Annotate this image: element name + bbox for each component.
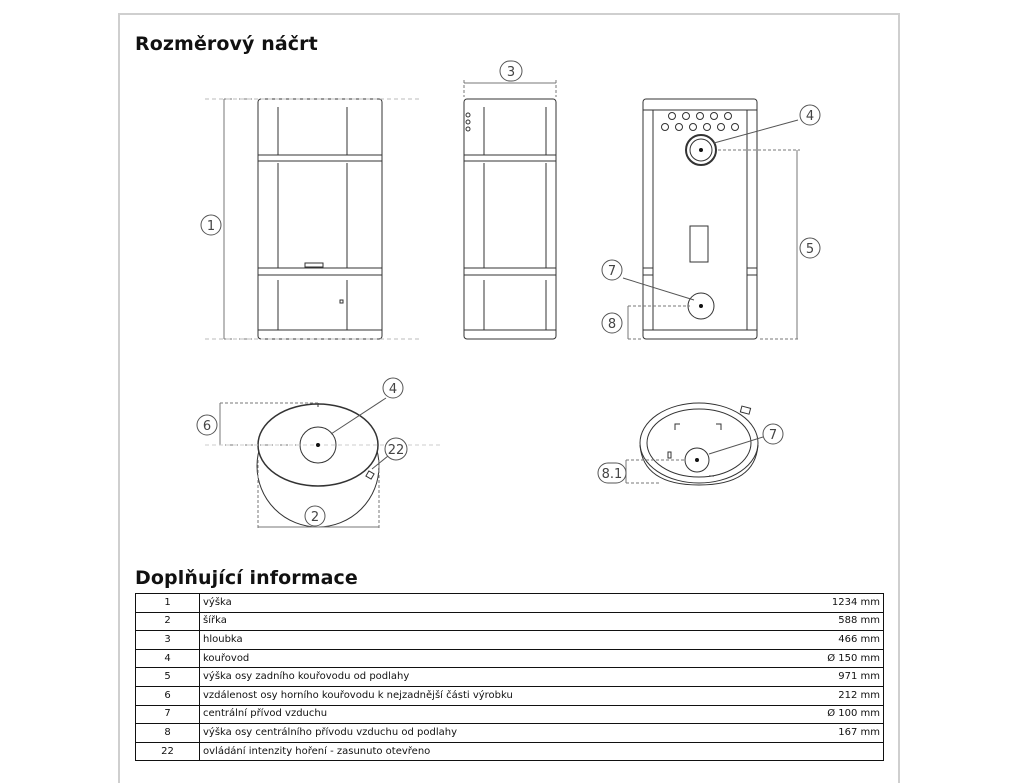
callout-8: 8 — [608, 317, 616, 332]
callout-7-bottom-bubble — [762, 423, 784, 445]
dim-line-5 — [718, 149, 800, 340]
dim-line-3 — [463, 80, 557, 97]
callout-5: 5 — [806, 242, 814, 257]
callout-3-bubble — [499, 60, 523, 82]
callout-6: 6 — [203, 419, 211, 434]
cell-desc: centrální přívod vzduchu — [199, 704, 767, 725]
callout-3: 3 — [507, 65, 515, 80]
callout-1-bubble — [200, 214, 222, 236]
callout-22-bubble — [384, 437, 408, 461]
cell-desc: hloubka — [199, 630, 767, 650]
callout-4-rear-bubble — [799, 104, 821, 126]
dim-line-8 — [627, 305, 690, 340]
callout-8-bubble — [601, 312, 623, 334]
info-heading: Doplňující informace — [135, 567, 358, 589]
cell-value: 466 mm — [767, 630, 884, 650]
cell-value: Ø 100 mm — [767, 704, 884, 725]
callout-22: 22 — [388, 443, 405, 458]
cell-num: 6 — [135, 685, 200, 706]
callout-4-top-bubble — [382, 377, 404, 399]
cell-desc: výška osy centrálního přívodu vzduchu od… — [199, 723, 767, 743]
callout-7-rear-bubble — [601, 259, 623, 281]
front-view — [257, 98, 383, 340]
cell-value: 1234 mm — [767, 593, 884, 613]
side-view — [463, 98, 557, 340]
cell-value: 167 mm — [767, 723, 884, 743]
cell-value: 971 mm — [767, 667, 884, 687]
callout-8-1: 8.1 — [602, 467, 623, 482]
cell-num: 5 — [135, 667, 200, 687]
cell-num: 7 — [135, 704, 200, 725]
cell-desc: šířka — [199, 611, 767, 632]
cell-num: 2 — [135, 611, 200, 632]
cell-num: 8 — [135, 723, 200, 743]
cell-value: Ø 150 mm — [767, 648, 884, 669]
cell-desc: výška — [199, 593, 767, 613]
sketch-heading: Rozměrový náčrt — [135, 33, 318, 55]
cell-num: 1 — [135, 593, 200, 613]
cell-desc: ovládání intenzity hoření - zasunuto ote… — [199, 741, 767, 762]
callout-2-bubble — [304, 505, 326, 527]
dim-line-1 — [223, 98, 255, 340]
cell-desc: vzdálenost osy horního kouřovodu k nejza… — [199, 685, 767, 706]
cell-value: 588 mm — [767, 611, 884, 632]
cell-desc: výška osy zadního kouřovodu od podlahy — [199, 667, 767, 687]
cell-num: 22 — [135, 741, 200, 762]
callout-7-rear: 7 — [608, 264, 616, 279]
rear-view — [642, 98, 758, 340]
callout-1: 1 — [207, 219, 215, 234]
callout-8-1-bubble — [597, 462, 627, 484]
bottom-view — [639, 402, 759, 486]
cell-desc: kouřovod — [199, 648, 767, 669]
cell-num: 4 — [135, 648, 200, 669]
cell-num: 3 — [135, 630, 200, 650]
callout-5-bubble — [799, 237, 821, 259]
callout-6-bubble — [196, 414, 218, 436]
callout-4-top: 4 — [389, 382, 397, 397]
callout-2: 2 — [311, 510, 319, 525]
cell-value: 212 mm — [767, 685, 884, 706]
callout-7-bottom: 7 — [769, 428, 777, 443]
callout-4-rear: 4 — [806, 109, 814, 124]
cell-value — [767, 741, 884, 762]
